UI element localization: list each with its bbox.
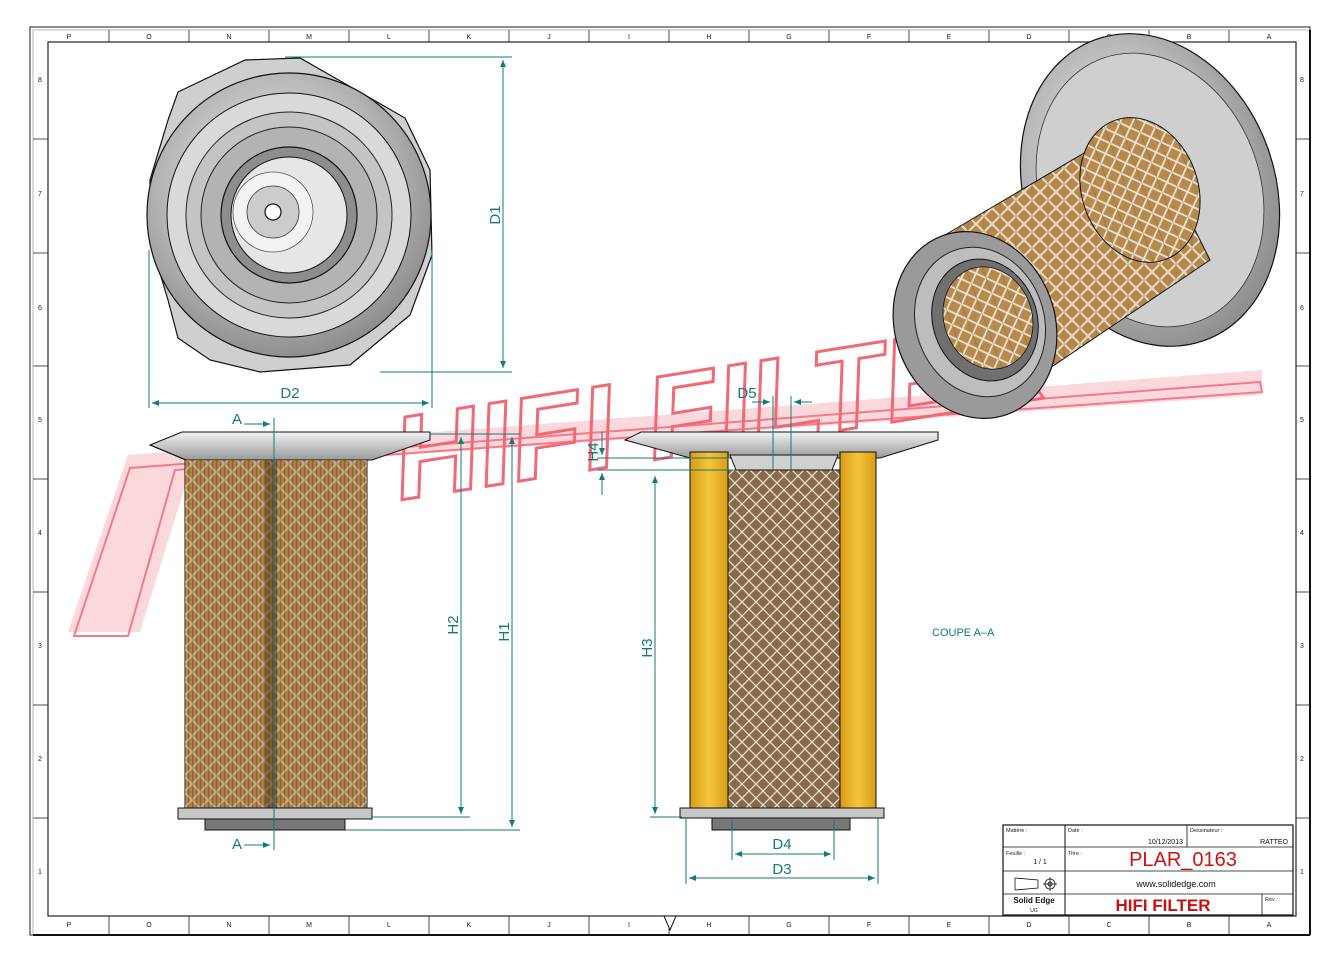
right-zone-label-2: 6 — [1300, 305, 1304, 312]
section-mark-a-top: A — [232, 411, 242, 428]
right-zone-label-6: 2 — [1300, 756, 1304, 763]
top-zone-label-0: P — [67, 34, 72, 41]
top-zone-label-3: M — [306, 34, 312, 41]
bottom-zone-label-10: F — [867, 922, 871, 929]
bottom-zone-label-0: P — [67, 922, 72, 929]
bottom-zone-label-6: J — [547, 922, 551, 929]
title-block — [1002, 824, 1294, 916]
bottom-zone-label-12: D — [1026, 922, 1031, 929]
label-d3: D3 — [772, 861, 791, 878]
top-zone-label-14: B — [1187, 34, 1192, 41]
bottom-zone-label-9: G — [786, 922, 791, 929]
tb-date-label: Date : — [1068, 828, 1083, 834]
left-zone-label-3: 5 — [38, 417, 42, 424]
right-zone-label-3: 5 — [1300, 417, 1304, 424]
right-zone-label-4: 4 — [1300, 530, 1304, 537]
label-d2: D2 — [280, 385, 299, 402]
right-zone-label-5: 3 — [1300, 643, 1304, 650]
left-zone-label-1: 7 — [38, 191, 42, 198]
dim-h3 — [650, 476, 682, 818]
section-view — [623, 431, 939, 831]
bottom-zone-label-11: E — [947, 922, 952, 929]
top-zone-label-4: L — [387, 34, 391, 41]
left-zone-label-0: 8 — [38, 77, 42, 84]
right-zone-label-1: 7 — [1300, 191, 1304, 198]
top-zone-label-7: I — [628, 34, 630, 41]
right-zone-label-0: 8 — [1300, 77, 1304, 84]
left-zone-label-7: 1 — [38, 869, 42, 876]
dim-d2 — [148, 250, 433, 408]
section-marker-top — [244, 418, 275, 850]
section-mark-a-bottom: A — [232, 836, 242, 853]
front-view — [148, 431, 431, 831]
dim-d4 — [731, 820, 835, 860]
top-zone-label-5: K — [467, 34, 472, 41]
top-zone-label-2: N — [226, 34, 231, 41]
bottom-zone-label-4: L — [387, 922, 391, 929]
tb-website: www.solidedge.com — [1135, 879, 1216, 889]
projection-symbol-icon — [1014, 877, 1057, 891]
label-h3: H3 — [639, 638, 656, 657]
bottom-zone-label-7: I — [628, 922, 630, 929]
tb-software-sub: UG — [1030, 908, 1038, 914]
top-zone-label-6: J — [547, 34, 551, 41]
bottom-zone-label-3: M — [306, 922, 312, 929]
top-zone-label-11: E — [947, 34, 952, 41]
label-h1: H1 — [496, 622, 513, 641]
tb-rev-label: Rév : — [1265, 897, 1278, 903]
bottom-zone-label-8: H — [706, 922, 711, 929]
dim-d3 — [685, 818, 879, 884]
tb-date-value: 10/12/2013 — [1148, 839, 1183, 846]
bottom-zone-label-5: K — [467, 922, 472, 929]
left-zone-label-5: 3 — [38, 643, 42, 650]
bottom-zone-label-15: A — [1267, 922, 1272, 929]
left-zone-labels: 8 7 6 5 4 3 2 1 — [38, 77, 42, 876]
label-d5: D5 — [737, 385, 756, 402]
left-zone-label-6: 2 — [38, 756, 42, 763]
top-zone-label-10: F — [867, 34, 871, 41]
section-caption: COUPE A–A — [932, 627, 995, 639]
bottom-zone-label-13: C — [1106, 922, 1111, 929]
dim-h4 — [597, 432, 736, 495]
tb-title-value: PLAR_0163 — [1129, 849, 1237, 871]
top-zone-label-12: D — [1026, 34, 1031, 41]
bottom-zone-label-14: B — [1187, 922, 1192, 929]
dim-h2-h1 — [345, 433, 520, 831]
top-zone-label-9: G — [786, 34, 791, 41]
isometric-view — [892, 33, 1281, 419]
bottom-zone-label-1: O — [146, 922, 152, 929]
left-zone-label-4: 4 — [38, 530, 42, 537]
tb-software: Solid Edge — [1013, 896, 1055, 905]
right-zone-label-7: 1 — [1300, 869, 1304, 876]
dim-d1 — [285, 56, 512, 373]
tb-matiere-label: Matière : — [1006, 828, 1028, 834]
centering-mark-icon — [663, 915, 677, 932]
bottom-zone-label-2: N — [226, 922, 231, 929]
label-d1: D1 — [487, 205, 504, 224]
tb-titre-label: Titre : — [1068, 851, 1082, 857]
dim-d5 — [752, 396, 812, 470]
top-view — [146, 57, 433, 373]
label-d4: D4 — [772, 836, 791, 853]
left-zone-label-2: 6 — [38, 305, 42, 312]
tb-feuille-value: 1 / 1 — [1033, 859, 1047, 866]
tb-dessinateur-label: Dessinateur : — [1190, 828, 1223, 834]
top-zone-label-15: A — [1267, 34, 1272, 41]
tb-feuille-label: Feuille : — [1006, 851, 1026, 857]
zone-ticks — [33, 30, 1310, 935]
top-zone-label-8: H — [706, 34, 711, 41]
top-zone-label-1: O — [146, 34, 152, 41]
tb-company: HIFI FILTER — [1115, 896, 1210, 915]
label-h2: H2 — [445, 615, 462, 634]
right-zone-labels: 8 7 6 5 4 3 2 1 — [1300, 77, 1304, 876]
label-h4: H4 — [585, 442, 602, 461]
tb-dessinateur-value: RATTEO — [1260, 839, 1288, 846]
